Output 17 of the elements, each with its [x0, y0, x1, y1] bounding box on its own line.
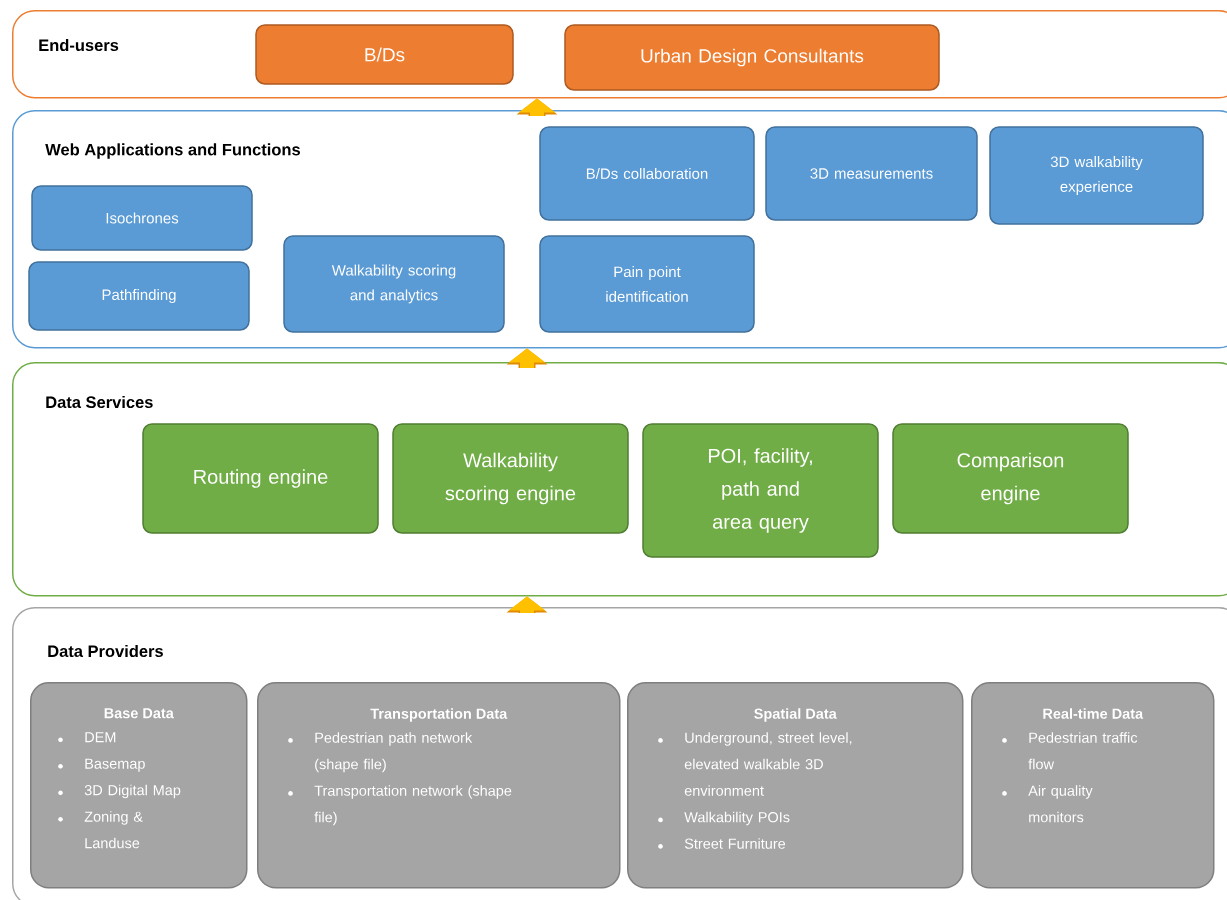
function-box: B/Ds [255, 24, 514, 85]
function-box: Isochrones [31, 185, 253, 251]
function-box: Urban Design Consultants [564, 24, 940, 91]
function-box: Pathfinding [28, 261, 250, 331]
data-card: Spatial Data Underground, street level, elevated walkable 3D environment Walkability POIs Street Furniture [627, 682, 964, 889]
function-box: Walkability scoring engine [392, 423, 629, 534]
function-box: 3D walkability experience [989, 126, 1204, 225]
function-box: B/Ds collaboration [539, 126, 755, 221]
data-card: Real-time Data Pedestrian traffic flow Air quality monitors [971, 682, 1215, 889]
function-box: Walkability scoring and analytics [283, 235, 505, 333]
function-box: Pain point identification [539, 235, 755, 333]
data-card: Base Data DEM Basemap 3D Digital Map Zoning & Landuse [30, 682, 248, 889]
function-box: POI, facility, path and area query [642, 423, 879, 558]
data-card: Transportation Data Pedestrian path network (shape file) Transportation network (shape file) [257, 682, 621, 889]
function-box: Routing engine [142, 423, 379, 534]
function-box: Comparison engine [892, 423, 1129, 534]
function-box: 3D measurements [765, 126, 978, 221]
